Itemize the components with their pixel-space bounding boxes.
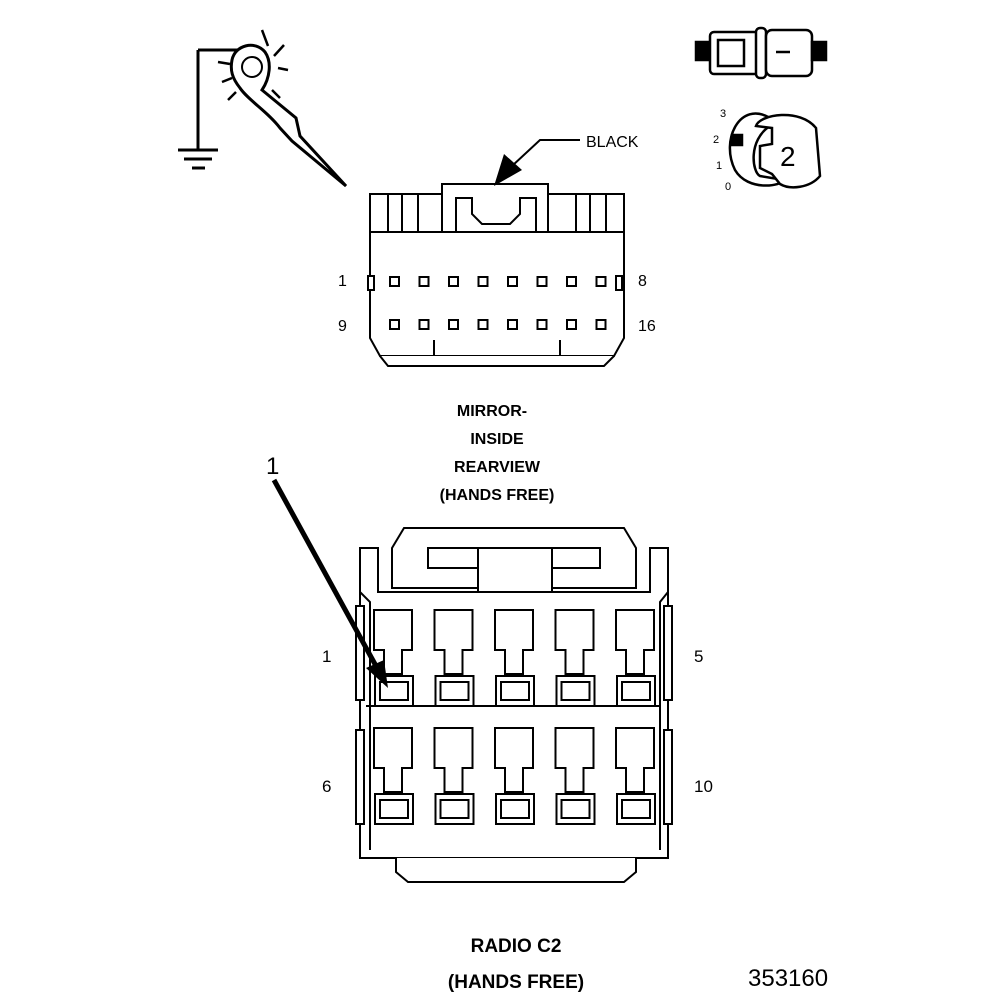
figure-number: 353160 <box>748 965 828 992</box>
lock-selected-position: 2 <box>780 141 796 172</box>
lock-position-0: 0 <box>725 181 731 193</box>
svg-text:(HANDS FREE): (HANDS FREE) <box>448 972 584 993</box>
upper-pin-cavity <box>448 276 459 287</box>
radio-connector-title: RADIO C2 (HANDS FREE) <box>448 936 584 993</box>
lower-pin-label-6: 6 <box>322 777 331 796</box>
upper-pin-cavity <box>418 319 430 330</box>
lower-pin-label-1: 1 <box>322 647 331 666</box>
upper-pin-cavity <box>418 276 430 287</box>
pin-callout-number: 1 <box>266 453 279 480</box>
upper-pin-cavity <box>448 319 459 330</box>
lower-pin-cavity <box>373 727 414 825</box>
lower-pin-label-10: 10 <box>694 777 713 796</box>
ground-probe-icon <box>178 29 348 188</box>
svg-text:MIRROR-: MIRROR- <box>457 403 527 420</box>
upper-pin-cavity <box>536 319 548 330</box>
upper-pin-cavity <box>566 276 577 287</box>
mirror-connector-pins <box>389 276 607 330</box>
connector-color-label: BLACK <box>586 134 639 151</box>
upper-pin-cavity <box>477 319 489 330</box>
upper-pin-cavity <box>595 319 607 330</box>
terminal-lock-icon <box>694 26 828 189</box>
mirror-connector <box>367 183 625 367</box>
lock-position-2: 2 <box>713 134 719 146</box>
upper-pin-cavity <box>389 319 400 330</box>
lower-pin-cavity <box>433 609 475 707</box>
lower-pin-cavity <box>433 727 475 825</box>
color-callout-arrow <box>494 139 580 186</box>
upper-pin-cavity <box>536 276 548 287</box>
upper-pin-cavity <box>507 276 518 287</box>
lower-pin-cavity <box>615 609 656 707</box>
lower-pin-cavity <box>494 609 535 707</box>
svg-text:REARVIEW: REARVIEW <box>454 459 541 476</box>
lock-position-1: 1 <box>716 160 722 172</box>
lock-position-labels: 3 2 1 0 2 <box>713 108 796 193</box>
lower-pin-cavity <box>554 727 596 825</box>
upper-pin-cavity <box>389 276 400 287</box>
upper-pin-label-16: 16 <box>638 318 656 335</box>
pin-callout-arrow <box>271 478 388 688</box>
mirror-connector-title: MIRROR- INSIDE REARVIEW (HANDS FREE) <box>440 403 555 504</box>
upper-pin-label-9: 9 <box>338 318 347 335</box>
upper-pin-cavity <box>477 276 489 287</box>
upper-pin-cavity <box>507 319 518 330</box>
lower-pin-label-5: 5 <box>694 647 703 666</box>
svg-text:RADIO C2: RADIO C2 <box>471 936 562 957</box>
upper-pin-cavity <box>595 276 607 287</box>
svg-text:INSIDE: INSIDE <box>470 431 524 448</box>
lower-pin-cavity <box>494 727 535 825</box>
upper-pin-cavity <box>566 319 577 330</box>
lower-pin-cavity <box>615 727 656 825</box>
lock-position-3: 3 <box>720 108 726 120</box>
upper-pin-label-1: 1 <box>338 273 347 290</box>
lower-pin-cavity <box>554 609 596 707</box>
upper-pin-label-8: 8 <box>638 273 647 290</box>
svg-text:(HANDS FREE): (HANDS FREE) <box>440 487 555 504</box>
